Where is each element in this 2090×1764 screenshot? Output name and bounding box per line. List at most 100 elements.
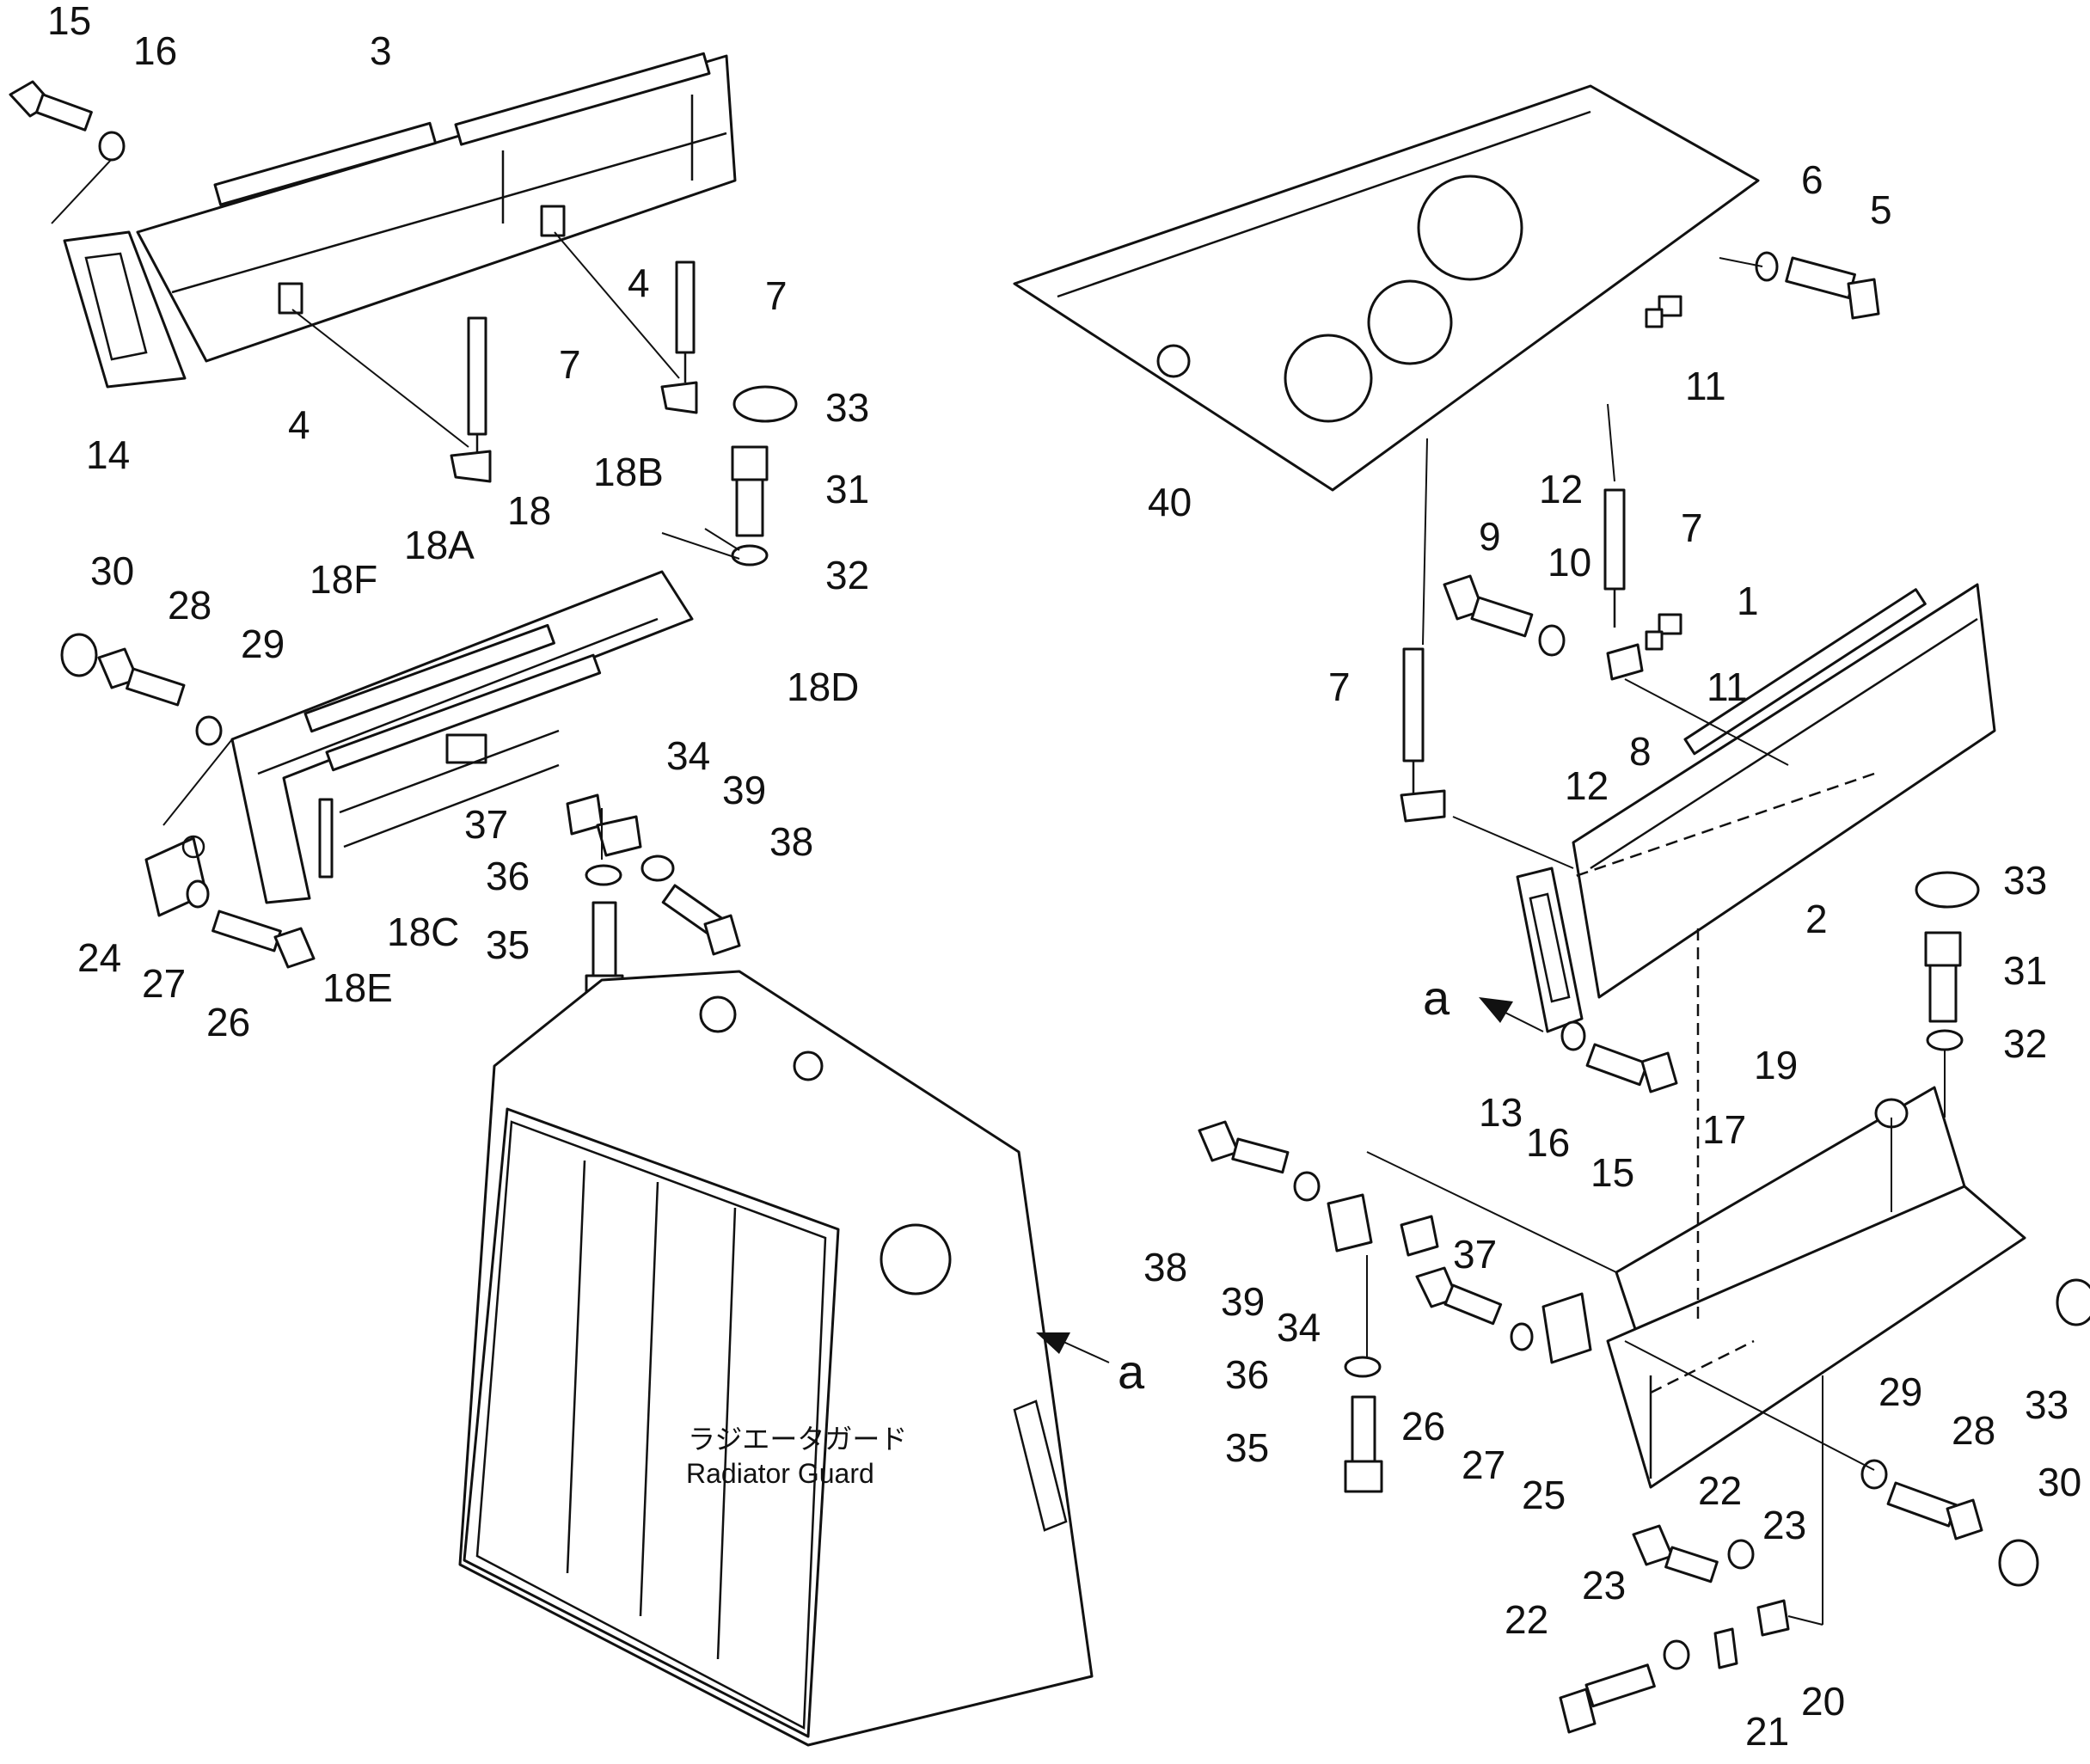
callout-labels: 15 16 3 4 4 7 7 14 33 31 32 18B 18 18A 1… bbox=[47, 0, 2081, 1754]
callout-29: 29 bbox=[241, 622, 285, 666]
callout-39: 39 bbox=[1221, 1279, 1265, 1324]
callout-35: 35 bbox=[486, 922, 530, 967]
plate-37 bbox=[566, 793, 604, 836]
bolt-28 bbox=[97, 647, 186, 707]
callout-38: 38 bbox=[1143, 1245, 1187, 1289]
callout-10: 10 bbox=[1548, 540, 1591, 585]
callout-33: 33 bbox=[2025, 1382, 2069, 1427]
callout-28: 28 bbox=[168, 583, 211, 628]
bolt-31 bbox=[731, 445, 769, 537]
callout-5: 5 bbox=[1870, 187, 1892, 232]
washer-27 bbox=[186, 879, 210, 909]
bracket-34 bbox=[1327, 1193, 1373, 1253]
callout-15: 15 bbox=[1590, 1150, 1634, 1195]
bolt-15 bbox=[9, 80, 93, 132]
clip-21 bbox=[1713, 1627, 1738, 1669]
arrow-a-guard bbox=[1036, 1332, 1110, 1363]
callout-11: 11 bbox=[1685, 364, 1726, 408]
cap-33 bbox=[2056, 1278, 2090, 1326]
callout-33: 33 bbox=[2003, 858, 2047, 903]
washer-36 bbox=[585, 864, 622, 886]
callout-23: 23 bbox=[1762, 1503, 1806, 1547]
callout-4: 4 bbox=[288, 402, 310, 447]
callout-8: 8 bbox=[1629, 729, 1652, 774]
catch-4 bbox=[540, 205, 566, 237]
bracket-34 bbox=[596, 815, 642, 857]
callout-11: 11 bbox=[1707, 665, 1748, 709]
callout-7: 7 bbox=[559, 342, 581, 387]
cap-33 bbox=[1915, 871, 1980, 909]
callout-31: 31 bbox=[825, 467, 869, 511]
callout-12: 12 bbox=[1565, 763, 1609, 808]
radiator-guard-label-jp: ラジエータガード bbox=[688, 1424, 907, 1455]
callout-35: 35 bbox=[1225, 1425, 1269, 1470]
callout-18F: 18F bbox=[310, 557, 377, 602]
callout-36: 36 bbox=[486, 854, 530, 898]
bolt-28 bbox=[1886, 1481, 1983, 1540]
callout-27: 27 bbox=[142, 961, 186, 1006]
washer-36 bbox=[1344, 1356, 1382, 1378]
pin-11 bbox=[1645, 295, 1682, 328]
callout-26: 26 bbox=[1401, 1404, 1445, 1449]
callout-a: a bbox=[1118, 1344, 1145, 1399]
hinge-8 bbox=[1606, 643, 1644, 681]
washer-39 bbox=[1293, 1171, 1321, 1202]
callout-30: 30 bbox=[90, 548, 134, 593]
callout-29: 29 bbox=[1879, 1369, 1922, 1414]
radiator-guard bbox=[458, 970, 1094, 1747]
callout-3: 3 bbox=[370, 28, 392, 73]
leader-lines bbox=[51, 158, 1946, 1626]
bolt-5 bbox=[1785, 256, 1880, 320]
callout-22: 22 bbox=[1698, 1468, 1742, 1513]
washer-16 bbox=[98, 131, 126, 162]
cap-30 bbox=[60, 633, 98, 677]
callout-6: 6 bbox=[1801, 157, 1823, 202]
washer-32 bbox=[1926, 1029, 1964, 1051]
plate-40 bbox=[1013, 84, 1760, 492]
catch-4 bbox=[278, 282, 303, 315]
gas-spring-7 bbox=[1603, 488, 1626, 628]
callout-18A: 18A bbox=[404, 523, 475, 567]
callout-40: 40 bbox=[1148, 480, 1192, 524]
bolt-26 bbox=[1415, 1266, 1503, 1326]
callout-19: 19 bbox=[1754, 1043, 1798, 1087]
cover-17 bbox=[1606, 1086, 2026, 1489]
callout-18E: 18E bbox=[322, 965, 393, 1010]
cover-1-2 bbox=[1572, 583, 1996, 999]
callout-17: 17 bbox=[1702, 1107, 1746, 1152]
callout-28: 28 bbox=[1952, 1408, 1995, 1453]
callout-14: 14 bbox=[86, 432, 130, 477]
bracket-14 bbox=[63, 230, 187, 389]
callout-18C: 18C bbox=[387, 910, 459, 954]
washer-23 bbox=[1727, 1539, 1755, 1570]
callout-23: 23 bbox=[1582, 1563, 1626, 1608]
plate-37 bbox=[1400, 1215, 1439, 1257]
washer-32 bbox=[731, 544, 769, 567]
bolt-9 bbox=[1443, 574, 1534, 638]
callout-27: 27 bbox=[1462, 1442, 1505, 1487]
callout-38: 38 bbox=[769, 819, 813, 864]
radiator-guard-caption: ラジエータガード Radiator Guard bbox=[686, 1424, 907, 1489]
callout-18: 18 bbox=[507, 488, 551, 533]
callout-1: 1 bbox=[1737, 579, 1759, 623]
radiator-guard-label-en: Radiator Guard bbox=[686, 1458, 874, 1489]
cover-18 bbox=[230, 570, 694, 904]
callout-36: 36 bbox=[1225, 1352, 1269, 1397]
callout-25: 25 bbox=[1522, 1473, 1566, 1517]
callout-33: 33 bbox=[825, 385, 869, 430]
bolt-26 bbox=[211, 910, 316, 969]
bolt-15 bbox=[1585, 1043, 1678, 1093]
callout-37: 37 bbox=[464, 802, 508, 847]
callout-4: 4 bbox=[628, 260, 650, 305]
cap-33 bbox=[732, 385, 798, 423]
bolt-35 bbox=[1344, 1395, 1383, 1493]
callout-16: 16 bbox=[133, 28, 177, 73]
callout-24: 24 bbox=[77, 935, 121, 980]
gas-spring-7 bbox=[660, 260, 698, 414]
callout-15: 15 bbox=[47, 0, 91, 43]
callout-12: 12 bbox=[1539, 467, 1583, 511]
washer-16 bbox=[1560, 1020, 1586, 1051]
callout-34: 34 bbox=[1277, 1305, 1321, 1350]
cap-30 bbox=[1998, 1539, 2039, 1587]
callout-39: 39 bbox=[722, 768, 766, 812]
